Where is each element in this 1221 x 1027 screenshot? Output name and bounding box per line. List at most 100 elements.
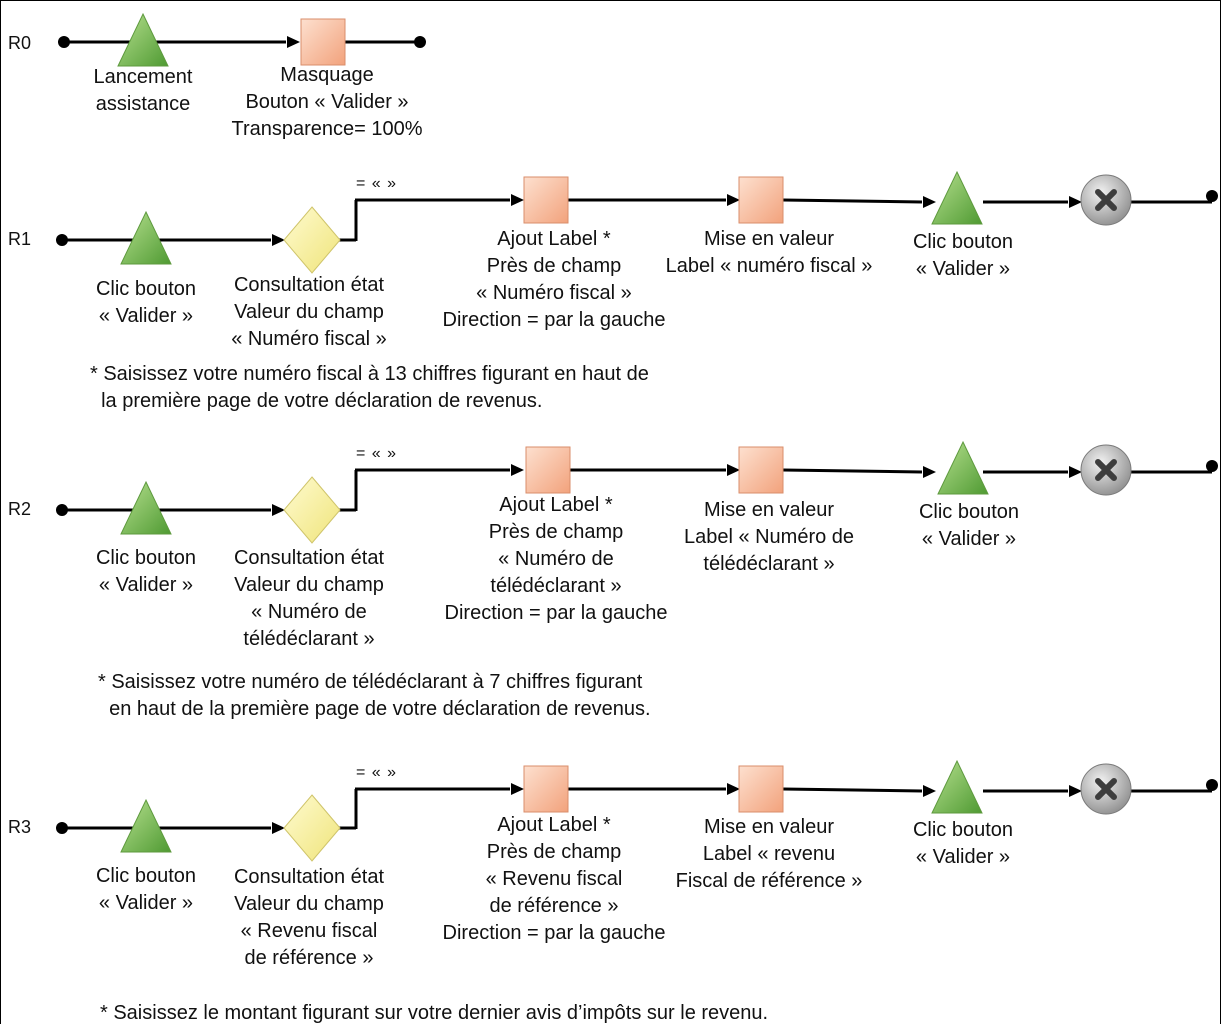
condition-diamond-icon	[283, 794, 341, 862]
footnote-line: la première page de votre déclaration de…	[90, 390, 543, 412]
arrow-head	[923, 466, 936, 478]
arrow-head	[272, 234, 285, 246]
arrow-head	[923, 785, 936, 797]
node-label-line: Ajout Label *	[499, 494, 613, 516]
row-label-r3: R3	[8, 817, 32, 837]
footnote-line: * Saisissez le montant figurant sur votr…	[100, 1002, 769, 1024]
node-label-line: Clic bouton	[918, 501, 1020, 523]
end-dot	[1206, 190, 1218, 202]
node-label-line: assistance	[95, 93, 191, 115]
end-dot	[414, 36, 426, 48]
action-triangle-icon	[931, 759, 983, 814]
node-label-line: Fiscal de référence »	[675, 870, 863, 892]
node-label-line: Clic bouton	[95, 865, 197, 887]
end-x-cross	[1095, 189, 1117, 211]
node-label-line: Près de champ	[486, 255, 622, 277]
node-label-line: Près de champ	[488, 521, 624, 543]
node-label-line: Bouton « Valider »	[245, 91, 409, 113]
node-label-line: Valeur du champ	[234, 574, 384, 596]
node-label-line: Direction = par la gauche	[444, 602, 668, 624]
action-triangle-icon	[120, 798, 172, 853]
end-dot	[1206, 779, 1218, 791]
node-label-line: Masquage	[280, 64, 374, 86]
node-label-line: Mise en valeur	[703, 499, 835, 521]
node-label: Clic bouton « Valider »	[913, 817, 1013, 871]
node-label-line: Transparence= 100%	[231, 118, 423, 140]
node-label-line: « Valider »	[98, 574, 194, 596]
action-triangle-icon	[931, 170, 983, 225]
node-label-line: Consultation état	[233, 547, 385, 569]
action-triangle-icon	[937, 440, 989, 495]
node-label-line: Ajout Label *	[497, 814, 611, 836]
footnote: * Saisissez votre numéro de télédéclaran…	[98, 669, 651, 723]
arrow-head	[272, 504, 285, 516]
condition-value-label: = « »	[356, 764, 398, 781]
node-label-line: Valeur du champ	[234, 301, 384, 323]
operation-square-icon	[523, 765, 569, 813]
row-label-r0: R0	[8, 33, 32, 53]
node-label: Ajout Label * Près de champ « Numéro fisca…	[443, 226, 666, 334]
arrow-head	[511, 194, 524, 206]
node-label: Clic bouton« Valider »	[919, 499, 1019, 553]
row-label-r2: R2	[8, 499, 32, 519]
connector-line	[782, 198, 923, 204]
operation-square-icon	[738, 765, 784, 813]
arrow-head	[511, 464, 524, 476]
operation-square-icon	[300, 18, 346, 66]
node-label-line: télédéclarant »	[490, 575, 622, 597]
node-label-line: Mise en valeur	[703, 816, 835, 838]
operation-square-icon	[525, 446, 571, 494]
node-label-line: Consultation état	[233, 866, 385, 888]
node-label-line: Ajout Label *	[497, 228, 611, 250]
node-label-line: Valeur du champ	[234, 893, 384, 915]
node-label-line: « Numéro de	[251, 601, 367, 623]
connector-line	[782, 787, 923, 793]
footnote-line: * Saisissez votre numéro de télédéclaran…	[98, 671, 643, 693]
arrow-head	[727, 464, 740, 476]
node-label-line: « Valider »	[915, 258, 1011, 280]
arrow-head	[923, 196, 936, 208]
node-label: Ajout Label * Près de champ « Revenu fisca…	[443, 812, 666, 947]
condition-diamond-icon	[283, 206, 341, 274]
node-label-line: Clic bouton	[95, 547, 197, 569]
node-label-line: de référence »	[244, 947, 374, 969]
node-label-line: « Numéro fiscal »	[231, 328, 387, 350]
footnote-line: en haut de la première page de votre déc…	[98, 698, 651, 720]
node-label-line: Clic bouton	[912, 819, 1014, 841]
arrow-head	[727, 194, 740, 206]
node-label-line: Direction = par la gauche	[442, 309, 666, 331]
arrow-head	[727, 783, 740, 795]
node-label: Clic bouton« Valider »	[96, 276, 196, 330]
node-label-line: Label « revenu	[702, 843, 836, 865]
node-label-line: « Valider »	[915, 846, 1011, 868]
operation-square-icon	[523, 176, 569, 224]
end-x-cross	[1095, 459, 1117, 481]
node-label: Clic bouton« Valider »	[913, 229, 1013, 283]
operation-square-icon	[738, 176, 784, 224]
arrow-head	[1069, 785, 1082, 797]
condition-value-label: = « »	[356, 445, 398, 462]
arrow-head	[1069, 196, 1082, 208]
node-label-line: Clic bouton	[95, 278, 197, 300]
node-label-line: « Revenu fiscal	[485, 868, 623, 890]
node-label-line: « Revenu fiscal	[240, 920, 378, 942]
node-label-line: Consultation état	[233, 274, 385, 296]
node-label-line: Près de champ	[486, 841, 622, 863]
node-label-line: « Numéro fiscal »	[476, 282, 632, 304]
arrow-head	[1069, 466, 1082, 478]
connector-line	[782, 468, 923, 474]
node-label-line: « Numéro de	[498, 548, 614, 570]
footnote: * Saisissez votre numéro fiscal à 13 chi…	[90, 361, 649, 415]
node-label-line: télédéclarant »	[703, 553, 835, 575]
node-label-line: « Valider »	[98, 892, 194, 914]
action-triangle-icon	[117, 12, 169, 67]
node-label: Clic bouton « Valider »	[96, 863, 196, 917]
node-label-line: Mise en valeur	[703, 228, 835, 250]
action-triangle-icon	[120, 210, 172, 265]
